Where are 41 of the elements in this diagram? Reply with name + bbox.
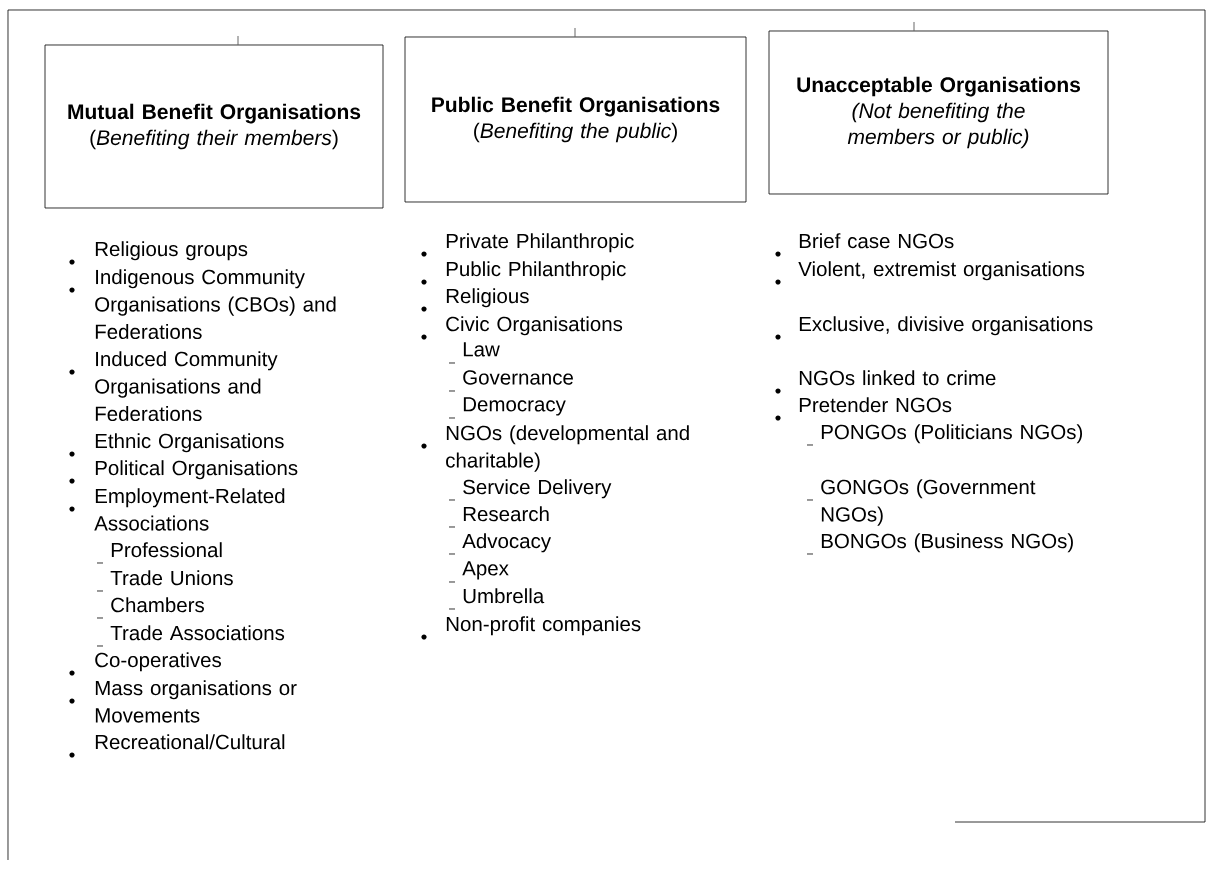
list-item: Trade Associations	[110, 625, 285, 641]
list-item: Research	[463, 506, 549, 522]
list-item: Recreational/Cultural	[95, 734, 285, 750]
list-item: Umbrella	[463, 588, 545, 604]
list-item: Democracy	[463, 397, 566, 416]
connector-stub	[574, 27, 576, 37]
list-item: GONGOs (Government NGOs)	[821, 479, 1036, 526]
list-item: NGOs linked to crime	[799, 370, 996, 386]
list-item: Induced Community Organisations and Federations	[95, 351, 278, 422]
list-item: Professional	[111, 542, 222, 558]
list-item: Political Organisations	[95, 460, 298, 480]
list-item: Pretender NGOs	[799, 397, 952, 413]
list-item: PONGOs (Politicians NGOs)	[821, 424, 1083, 444]
list-item: Ethnic Organisations	[95, 433, 284, 453]
category-box: Public Benefit Organisations (Benefiting the public)	[404, 36, 747, 203]
list-item: Trade Unions	[110, 570, 233, 586]
list-item: Chambers	[111, 597, 204, 613]
connector-stub	[913, 21, 915, 31]
list-item: Employment-Related Associations	[94, 488, 285, 531]
category-box: Unacceptable Organisations (Not benefiting the members or public)	[768, 30, 1109, 195]
list-item: Violent, extremist organisations	[798, 261, 1085, 281]
list-item: Religious groups	[95, 241, 248, 261]
list-item: Service Delivery	[463, 479, 612, 499]
list-item: Non-profit companies	[446, 616, 641, 636]
list-item: Advocacy	[462, 533, 552, 553]
list-item: Co-operatives	[95, 652, 222, 672]
list-item: BONGOs (Business NGOs)	[821, 533, 1073, 553]
list-item: Indigenous Community Organisations (CBOs) and Federations	[95, 269, 336, 340]
list-item: Private Philanthropic	[446, 233, 634, 253]
list-item: Law	[463, 342, 500, 357]
list-item: Mass organisations or Movements	[95, 680, 297, 723]
list-item: Brief case NGOs	[799, 233, 954, 249]
category-box: Mutual Benefit Organisations (Benefiting their members)	[44, 44, 384, 209]
list-item: Civic Organisations	[446, 316, 623, 336]
connector-stub	[237, 35, 239, 45]
list-item: Religious	[446, 288, 529, 308]
list-item: Apex	[462, 561, 509, 580]
list-item: Governance	[463, 370, 573, 385]
list-item: NGOs (developmental and charitable)	[446, 425, 689, 472]
list-item: Exclusive, divisive organisations	[799, 316, 1093, 336]
list-item: Public Philanthropic	[446, 261, 626, 281]
